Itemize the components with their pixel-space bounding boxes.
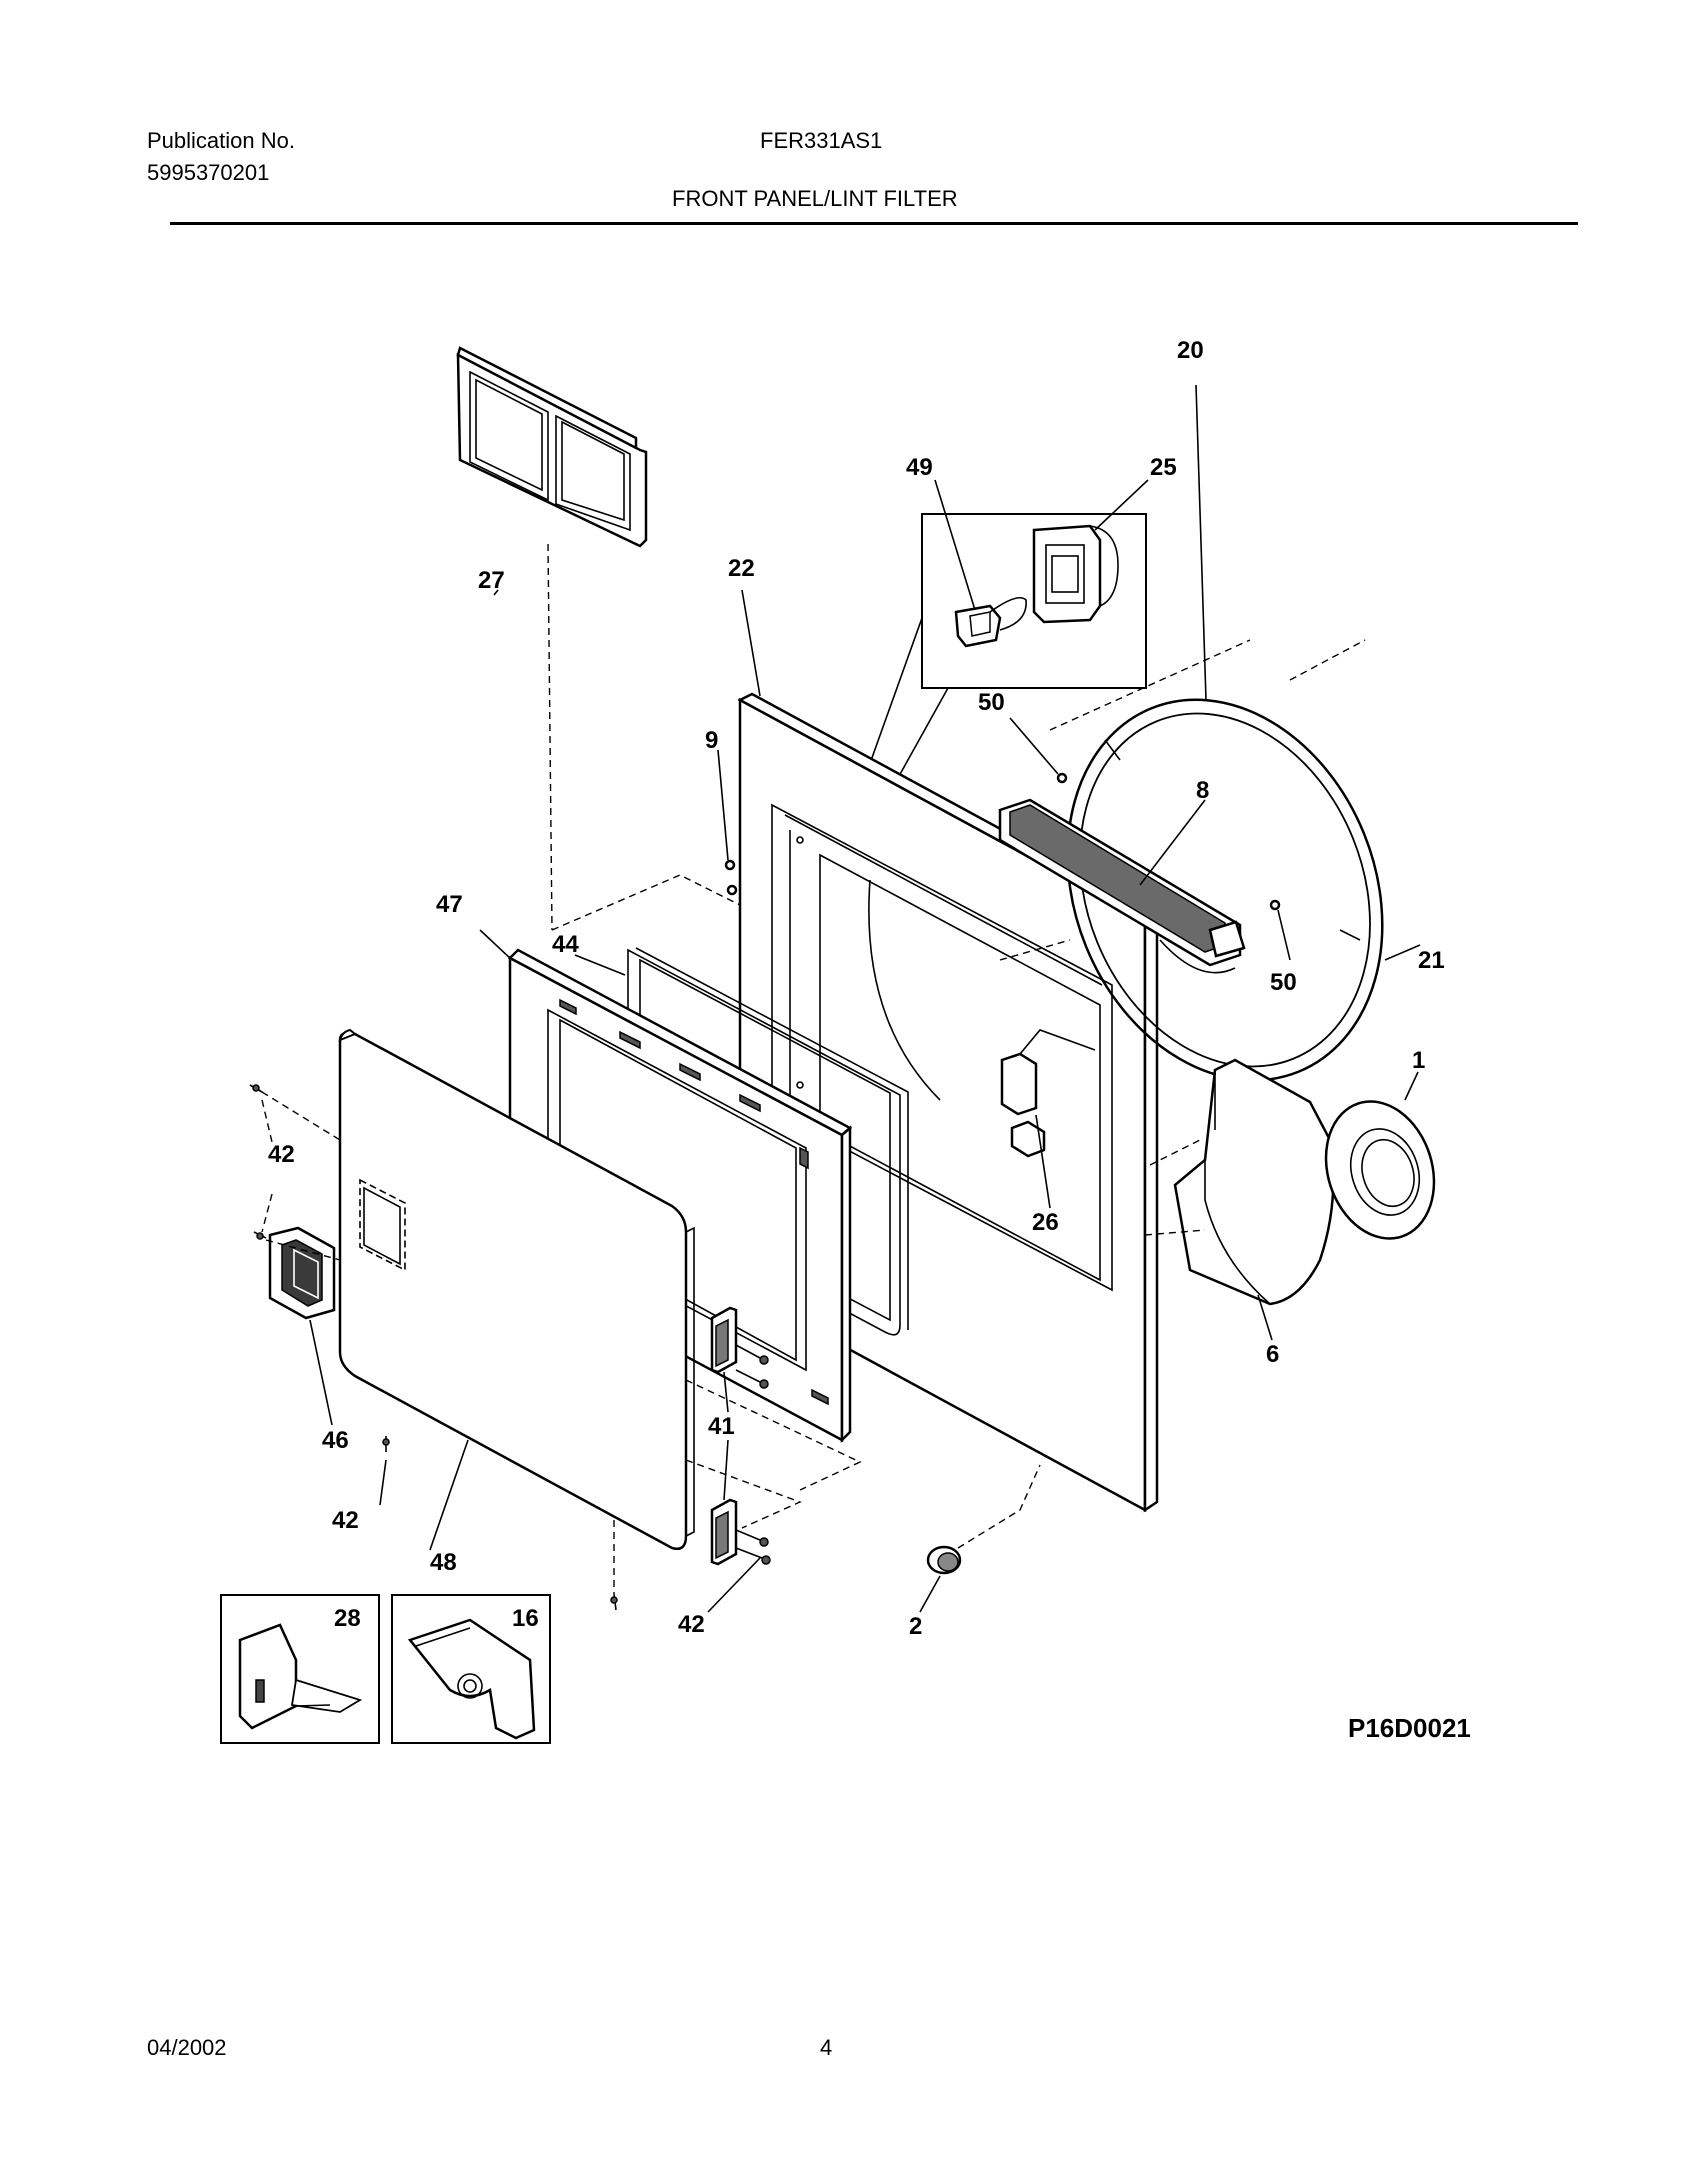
- section-title: FRONT PANEL/LINT FILTER: [672, 186, 958, 211]
- part-48-outer-door: [338, 1028, 695, 1551]
- part-50-screws: [1009, 717, 1291, 961]
- callout-42-left: 42: [268, 1141, 295, 1168]
- callout-49: 49: [906, 454, 933, 481]
- callout-44: 44: [552, 931, 579, 958]
- model-number: FER331AS1: [760, 128, 883, 153]
- callout-27: 27: [478, 567, 505, 594]
- callout-16: 16: [512, 1605, 539, 1632]
- drawing-code: P16D0021: [1348, 1713, 1471, 1743]
- callout-22: 22: [728, 555, 755, 582]
- part-27-lint-filter: [456, 346, 648, 596]
- inset-16: [391, 1594, 551, 1744]
- part-9-screws: [717, 749, 738, 896]
- inset-28: [220, 1594, 380, 1744]
- part-1-blower-wheel: [1324, 1071, 1436, 1240]
- callout-50-bottom: 50: [1270, 969, 1297, 996]
- callout-42-bottom-left: 42: [332, 1507, 359, 1534]
- callout-25: 25: [1150, 454, 1177, 481]
- callout-21: 21: [1418, 947, 1445, 974]
- callout-46: 46: [322, 1427, 349, 1454]
- callout-47: 47: [436, 891, 463, 918]
- publication-date: 04/2002: [147, 2035, 227, 2060]
- callout-8: 8: [1196, 777, 1209, 804]
- part-25-bracket-shape: [1032, 524, 1119, 624]
- publication-number: 5995370201: [147, 160, 270, 185]
- callout-41: 41: [708, 1413, 735, 1440]
- part-20-21-drum-ring: [1066, 698, 1384, 1082]
- part-47-inner-door: [479, 929, 853, 1444]
- part-26-switch: [1000, 1029, 1096, 1209]
- publication-label: Publication No.: [147, 128, 295, 153]
- part-42-screws: [249, 1084, 761, 1613]
- header-rule: [170, 222, 1578, 225]
- part-8-lint-housing: [998, 798, 1246, 974]
- callout-48: 48: [430, 1549, 457, 1576]
- callout-28: 28: [334, 1605, 361, 1632]
- callout-9: 9: [705, 727, 718, 754]
- callout-42-bottom: 42: [678, 1611, 705, 1638]
- callout-26: 26: [1032, 1209, 1059, 1236]
- inset-49-25: [921, 479, 1149, 689]
- part-41-hinges: [685, 1306, 862, 1566]
- callout-6: 6: [1266, 1341, 1279, 1368]
- callout-50-top: 50: [978, 689, 1005, 716]
- part-46-handle: [268, 1226, 336, 1426]
- part-2-foot: [919, 1464, 1041, 1613]
- callout-1: 1: [1412, 1047, 1425, 1074]
- callout-2: 2: [909, 1613, 922, 1640]
- part-49-clip-shape: [954, 596, 1027, 648]
- callout-20: 20: [1177, 337, 1204, 364]
- page-number: 4: [820, 2035, 833, 2060]
- part-6-duct: [1144, 1058, 1335, 1341]
